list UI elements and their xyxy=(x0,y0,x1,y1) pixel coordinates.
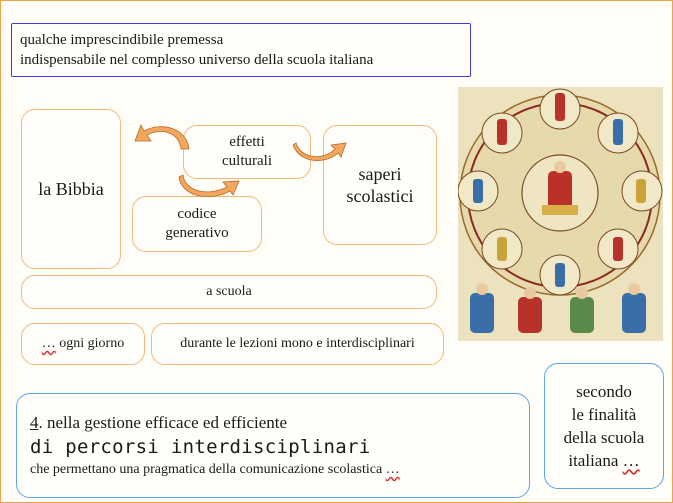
finalita-line-4-text: italiana xyxy=(568,451,623,470)
medieval-illumination-image xyxy=(458,87,663,341)
durante-lezioni-box: durante le lezioni mono e interdisciplin… xyxy=(151,323,444,365)
a-scuola-label: a scuola xyxy=(206,284,252,299)
ogni-giorno-ellipsis: … xyxy=(41,336,56,351)
percorsi-ellipsis: … xyxy=(385,462,400,477)
intro-box: qualche imprescindibile premessa indispe… xyxy=(11,23,471,77)
curved-arrow-icon xyxy=(134,124,190,150)
percorsi-line-3: che permettano una pragmatica della comu… xyxy=(30,460,517,480)
curved-arrow-icon xyxy=(178,174,240,198)
percorsi-line-1: 4. nella gestione efficace ed efficiente xyxy=(30,412,517,434)
ogni-giorno-label: … ogni giorno xyxy=(42,336,124,352)
finalita-line-1: secondo xyxy=(576,382,632,401)
effetti-line-2: culturali xyxy=(222,153,272,169)
finalita-line-3: della scuola xyxy=(563,428,645,447)
saperi-line-1: saperi xyxy=(358,164,402,184)
intro-line-1: qualche imprescindibile premessa xyxy=(20,32,224,48)
codice-line-1: codice xyxy=(177,206,217,222)
effetti-culturali-box: effetti culturali xyxy=(183,125,311,179)
durante-lezioni-label: durante le lezioni mono e interdisciplin… xyxy=(180,336,415,351)
saperi-line-2: scolastici xyxy=(346,186,414,206)
codice-line-2: generativo xyxy=(165,225,229,241)
codice-generativo-box: codice generativo xyxy=(132,196,262,252)
finalita-line-2: le finalità xyxy=(571,405,637,424)
curved-arrow-icon xyxy=(293,142,347,161)
intro-line-2: indispensabile nel complesso universo de… xyxy=(20,52,374,68)
finalita-ellipsis: … xyxy=(622,451,640,470)
bibbia-box: la Bibbia xyxy=(21,109,121,269)
percorsi-line-3-text: che permettano una pragmatica della comu… xyxy=(30,462,386,477)
percorsi-interdisciplinari-box: 4. nella gestione efficace ed efficiente… xyxy=(16,393,530,498)
effetti-line-1: effetti xyxy=(229,134,265,150)
a-scuola-box: a scuola xyxy=(21,275,437,309)
finalita-line-4: italiana … xyxy=(564,449,645,472)
ogni-giorno-text: ogni giorno xyxy=(55,336,125,351)
bibbia-label: la Bibbia xyxy=(38,178,104,199)
percorsi-line-1-text: . nella gestione efficace ed efficiente xyxy=(38,413,288,432)
finalita-box: secondo le finalità della scuola italian… xyxy=(544,363,664,489)
ogni-giorno-box: … ogni giorno xyxy=(21,323,145,365)
percorsi-line-2: di percorsi interdisciplinari xyxy=(30,436,371,458)
percorsi-number: 4 xyxy=(30,413,39,432)
